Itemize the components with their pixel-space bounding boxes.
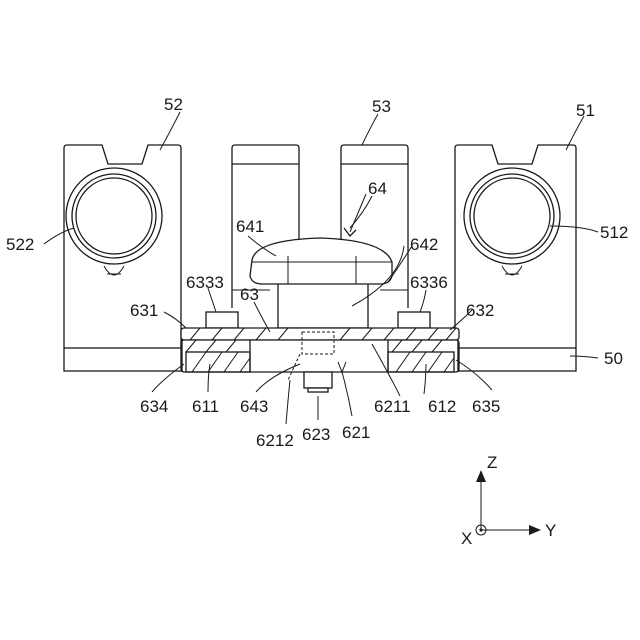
label-6211: 6211 (374, 397, 411, 416)
body-61 (181, 340, 459, 372)
label-621: 621 (342, 423, 370, 442)
label-51: 51 (576, 101, 595, 120)
knob-64 (250, 238, 392, 328)
label-50: 50 (604, 349, 623, 368)
axis-indicator (476, 470, 541, 535)
shaft-623 (304, 372, 332, 392)
label-512: 512 (600, 223, 628, 242)
label-63: 63 (240, 285, 259, 304)
label-522: 522 (6, 235, 34, 254)
plate-63 (181, 328, 459, 340)
label-611: 611 (192, 397, 219, 416)
pin-6336 (398, 312, 430, 328)
label-6336: 6336 (410, 273, 448, 292)
holder-52 (64, 145, 181, 348)
label-6212: 6212 (256, 431, 294, 450)
label-623: 623 (302, 425, 330, 444)
label-643: 643 (240, 397, 268, 416)
label-52: 52 (164, 95, 183, 114)
pin-6333 (206, 312, 238, 328)
label-53: 53 (372, 97, 391, 116)
label-631: 631 (130, 301, 158, 320)
axis-label-x: X (461, 529, 472, 548)
axis-label-z: Z (487, 453, 497, 472)
label-635: 635 (472, 397, 500, 416)
label-612: 612 (428, 397, 456, 416)
label-642: 642 (410, 235, 438, 254)
label-641: 641 (236, 217, 264, 236)
label-64: 64 (368, 179, 387, 198)
label-632: 632 (466, 301, 494, 320)
label-634: 634 (140, 397, 168, 416)
label-6333: 6333 (186, 273, 224, 292)
arrow-64 (344, 194, 366, 236)
axis-label-y: Y (545, 521, 556, 540)
